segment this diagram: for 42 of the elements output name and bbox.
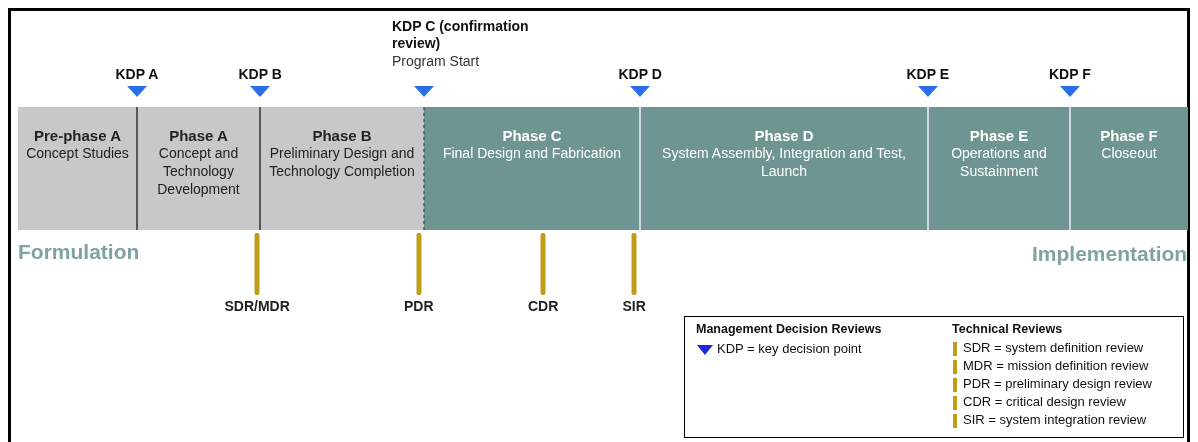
phase-box: [640, 107, 928, 230]
phase-description: Final Design and Fabrication: [441, 144, 623, 162]
kdp-label: KDP C (confirmation review): [392, 18, 530, 52]
phase-title: Phase F: [1099, 127, 1159, 144]
phase-description: System Assembly, Integration and Test, Launch: [661, 144, 907, 180]
legend-heading: Management Decision Reviews: [696, 322, 882, 336]
review-label: PDR: [404, 298, 434, 314]
phase-box: [928, 107, 1070, 230]
legend-heading: Technical Reviews: [952, 322, 1063, 336]
kdp-note: Program Start: [392, 53, 480, 69]
legend-text: CDR = critical design review: [963, 394, 1126, 409]
phase-box: [1070, 107, 1188, 230]
phase-box: [137, 107, 260, 230]
phase-box: [260, 107, 424, 230]
phase-title: Phase D: [753, 127, 815, 144]
legend-text: PDR = preliminary design review: [963, 376, 1152, 391]
kdp-label: KDP A: [115, 66, 159, 82]
kdp-label: KDP D: [618, 66, 662, 82]
phase-title: Phase A: [168, 127, 229, 144]
legend-text: KDP = key decision point: [717, 341, 862, 356]
review-label: SIR: [622, 298, 646, 314]
stage-label: Implementation: [1032, 242, 1188, 266]
phase-box: [18, 107, 137, 230]
legend-text: MDR = mission definition review: [963, 358, 1149, 373]
legend-text: SIR = system integration review: [963, 412, 1147, 427]
phase-title: Phase E: [968, 127, 1030, 144]
kdp-label: KDP F: [1049, 66, 1091, 82]
legend-text: SDR = system definition review: [963, 340, 1144, 355]
review-label: SDR/MDR: [224, 298, 290, 314]
kdp-label: KDP E: [906, 66, 950, 82]
phase-box: [424, 107, 640, 230]
phase-description: Operations and Sustainment: [950, 144, 1048, 180]
phase-description: Preliminary Design and Technology Completion: [268, 144, 416, 180]
phase-title: Pre-phase A: [33, 127, 122, 144]
review-label: CDR: [528, 298, 559, 314]
phase-description: Concept and Technology Development: [156, 144, 241, 198]
stage-label: Formulation: [18, 240, 140, 264]
kdp-label: KDP B: [238, 66, 282, 82]
phase-description: Concept Studies: [25, 144, 130, 162]
phase-title: Phase C: [501, 127, 563, 144]
phase-description: Closeout: [1100, 144, 1158, 162]
phase-title: Phase B: [311, 127, 373, 144]
